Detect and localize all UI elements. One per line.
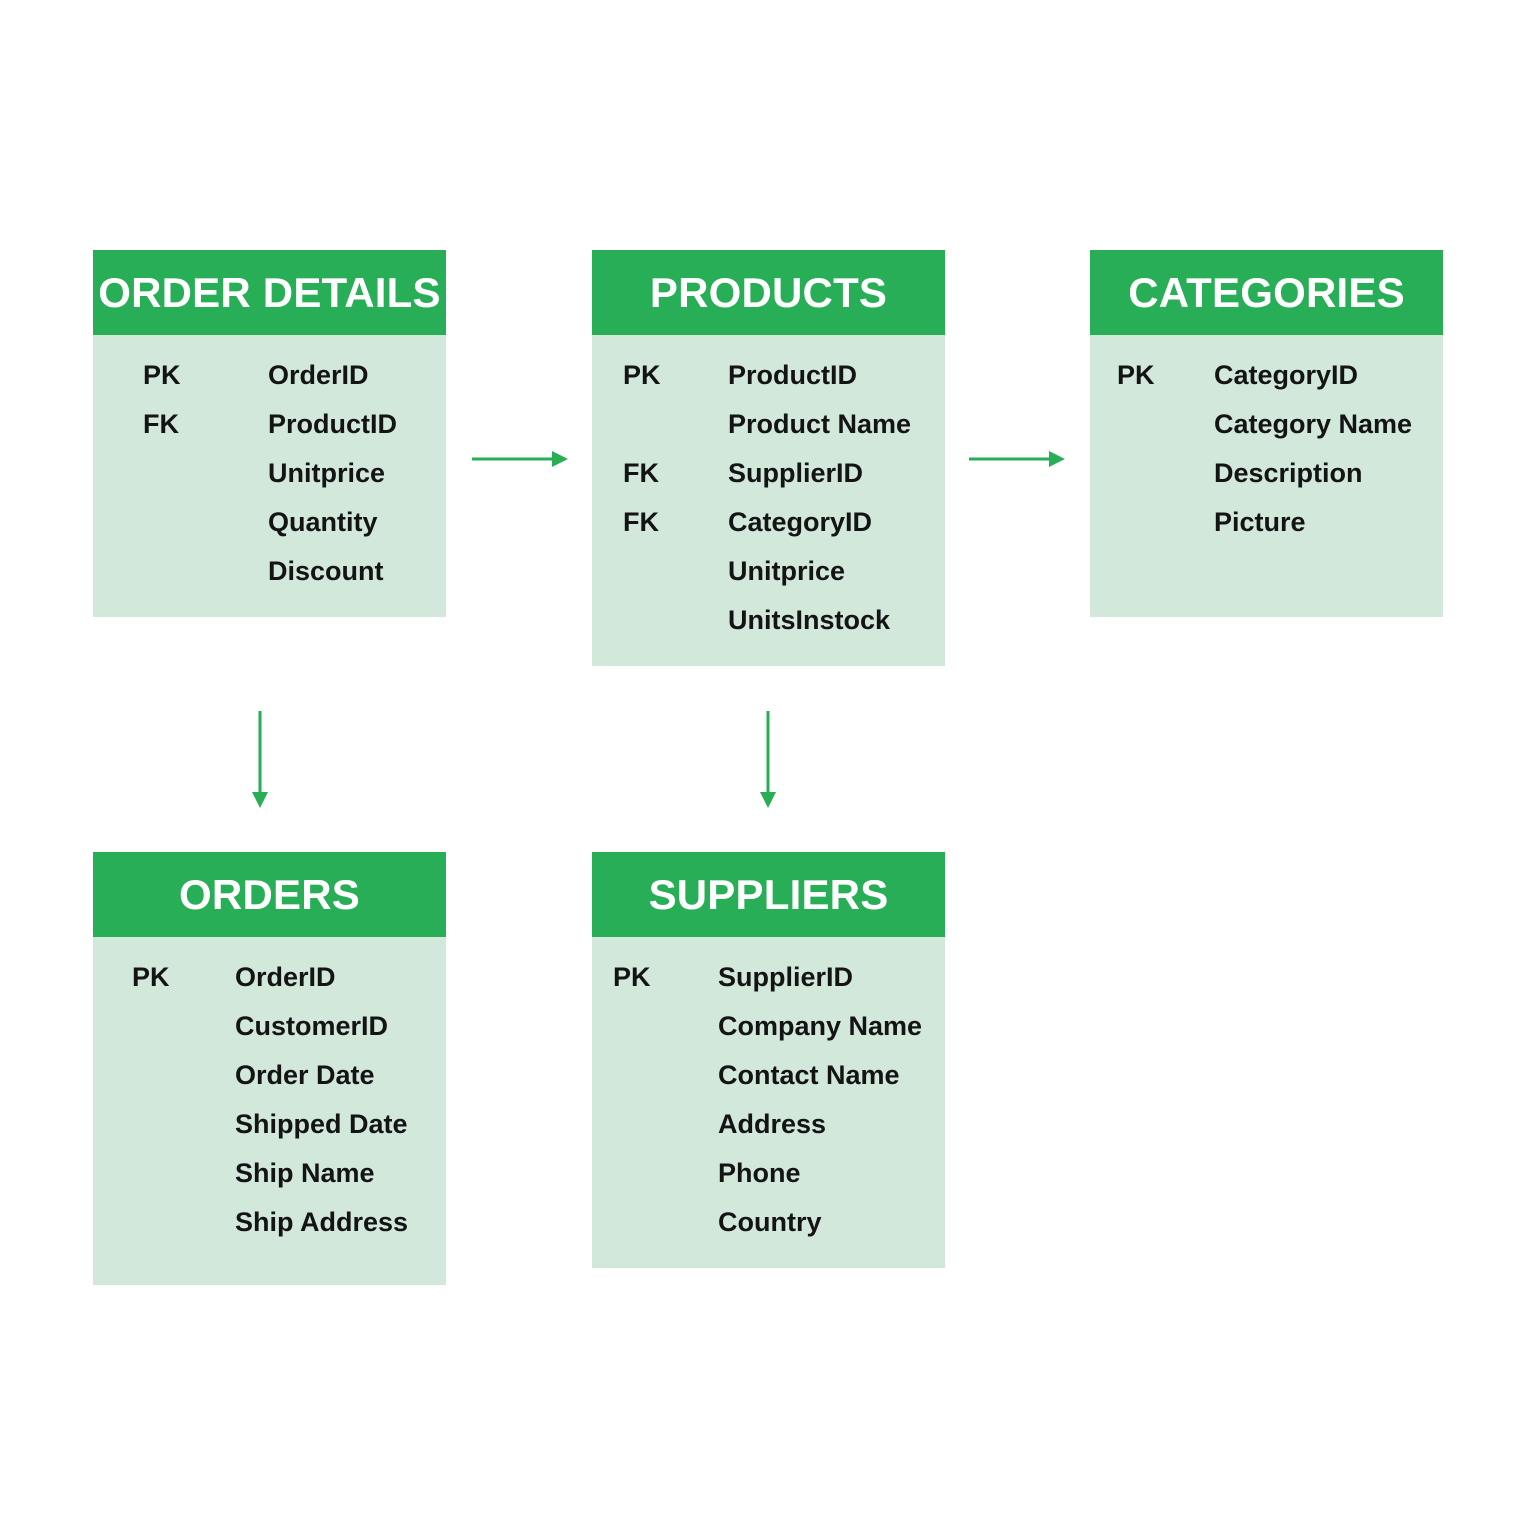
field-key: PK [613, 962, 651, 992]
field-name: Address [718, 1109, 827, 1139]
table-title: PRODUCTS [592, 250, 945, 335]
field-key: PK [1117, 360, 1155, 390]
table-title: CATEGORIES [1090, 250, 1443, 335]
field-name: Quantity [268, 507, 378, 537]
field-name: Order Date [235, 1060, 375, 1090]
table-title: ORDERS [93, 852, 446, 937]
field-name: Company Name [718, 1011, 923, 1041]
field-name: Category Name [1214, 409, 1413, 439]
field-name: ProductID [268, 409, 398, 439]
field-name: CustomerID [235, 1011, 389, 1041]
field-name: SupplierID [718, 962, 854, 992]
field-name: Unitprice [728, 556, 846, 586]
field-name: Unitprice [268, 458, 386, 488]
field-name: Product Name [728, 409, 912, 439]
table-title: SUPPLIERS [592, 852, 945, 937]
field-key: FK [623, 458, 659, 488]
field-name: CategoryID [1214, 360, 1359, 390]
arrow-right-icon [969, 451, 1065, 467]
table-title: ORDER DETAILS [93, 250, 446, 335]
arrow-right-icon [472, 451, 568, 467]
arrow-down-icon [760, 711, 776, 808]
field-key: FK [623, 507, 659, 537]
field-name: Ship Address [235, 1207, 409, 1237]
field-name: Discount [268, 556, 384, 586]
field-name: Description [1214, 458, 1363, 488]
field-name: Contact Name [718, 1060, 900, 1090]
field-name: Picture [1214, 507, 1306, 537]
field-name: OrderID [268, 360, 369, 390]
field-key: FK [143, 409, 179, 439]
field-name: SupplierID [728, 458, 864, 488]
arrow-down-icon [252, 711, 268, 808]
field-key: PK [143, 360, 181, 390]
field-name: OrderID [235, 962, 336, 992]
field-name: Shipped Date [235, 1109, 408, 1139]
table-order-details: ORDER DETAILS PK OrderID FK ProductID Unitpr… [93, 250, 446, 617]
field-name: UnitsInstock [728, 605, 891, 635]
field-name: CategoryID [728, 507, 873, 537]
field-key: PK [623, 360, 661, 390]
field-name: ProductID [728, 360, 858, 390]
field-name: Ship Name [235, 1158, 375, 1188]
field-name: Phone [718, 1158, 801, 1188]
field-key: PK [132, 962, 170, 992]
field-name: Country [718, 1207, 822, 1237]
